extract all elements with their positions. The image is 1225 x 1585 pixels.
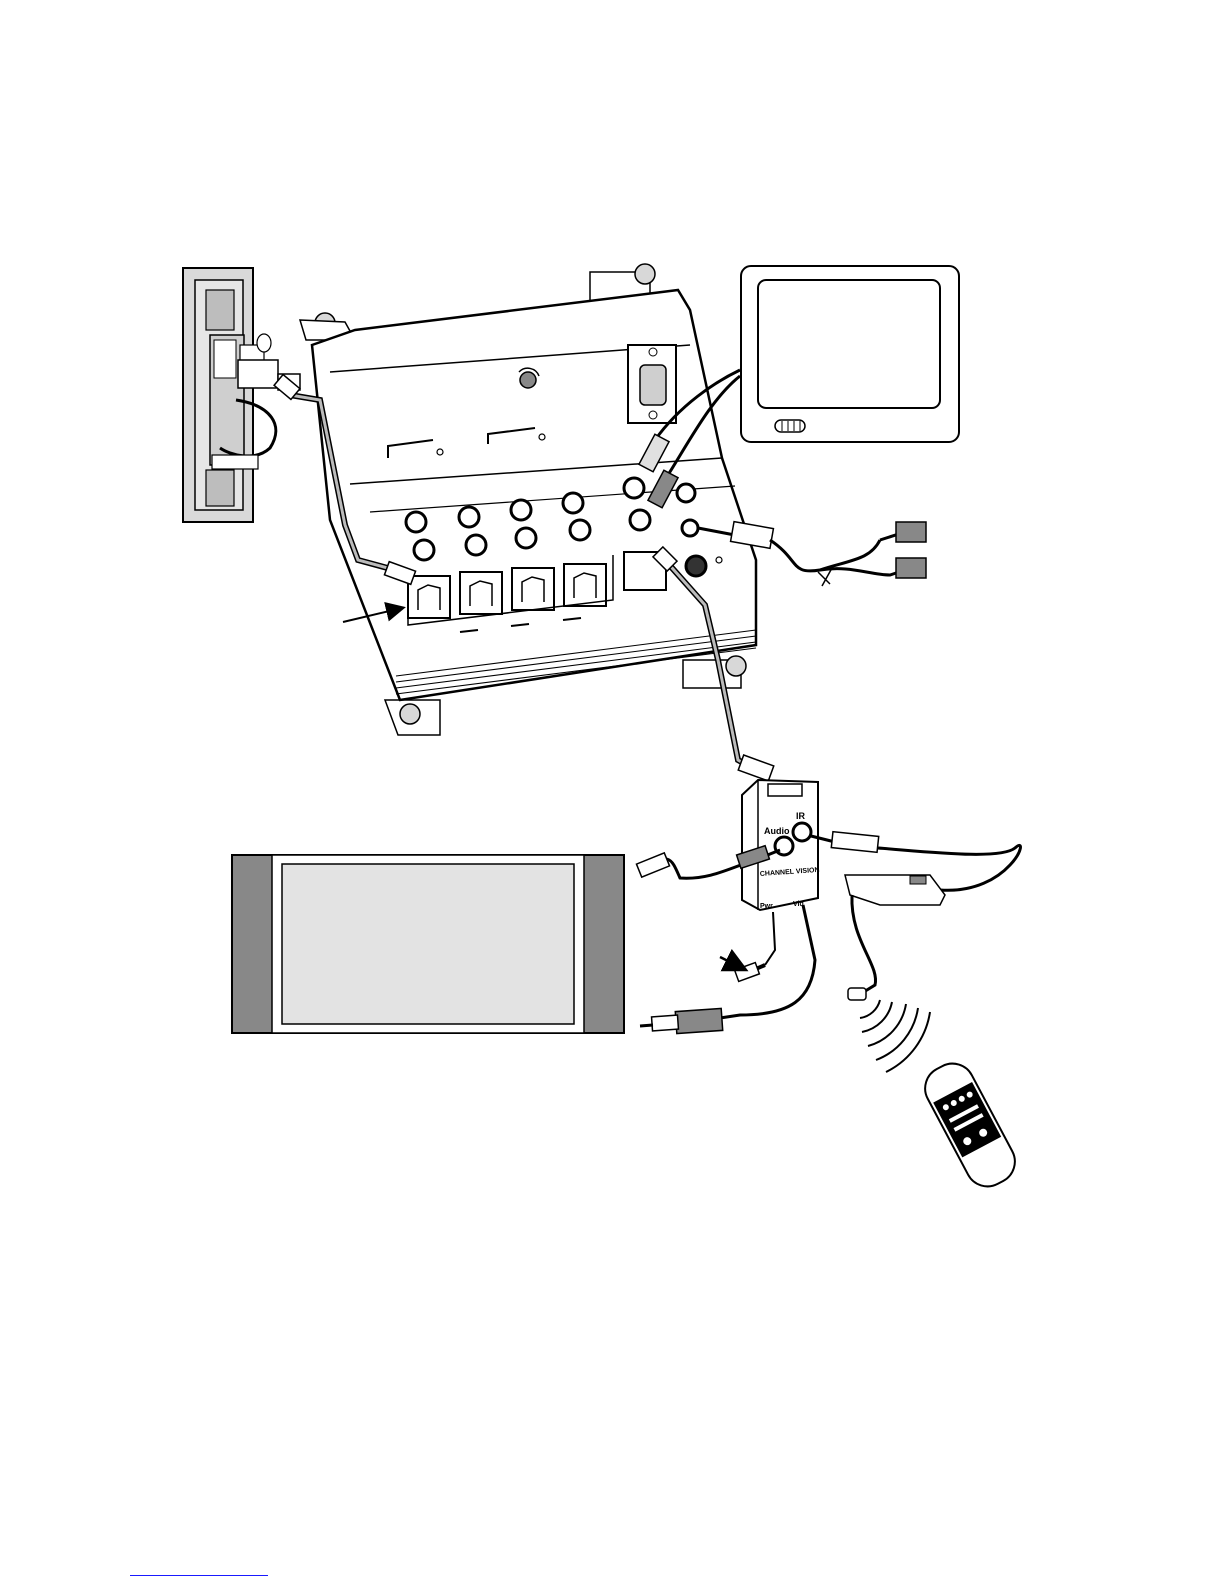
balun-receiver: Audio IR CHANNEL VISION Pwr Vid [742, 780, 820, 910]
remote-control [917, 1056, 1022, 1194]
ir-signal-waves [860, 1000, 930, 1072]
wall-plate [183, 268, 300, 522]
ir-label: IR [796, 811, 806, 821]
footer-rule [130, 1575, 268, 1576]
balun-cables [636, 832, 1020, 1034]
flat-screen-tv [232, 855, 624, 1033]
power-label: Pwr [760, 903, 773, 910]
hub-unit [300, 264, 756, 735]
audio-label: Audio [764, 826, 790, 836]
crt-monitor [741, 266, 959, 442]
